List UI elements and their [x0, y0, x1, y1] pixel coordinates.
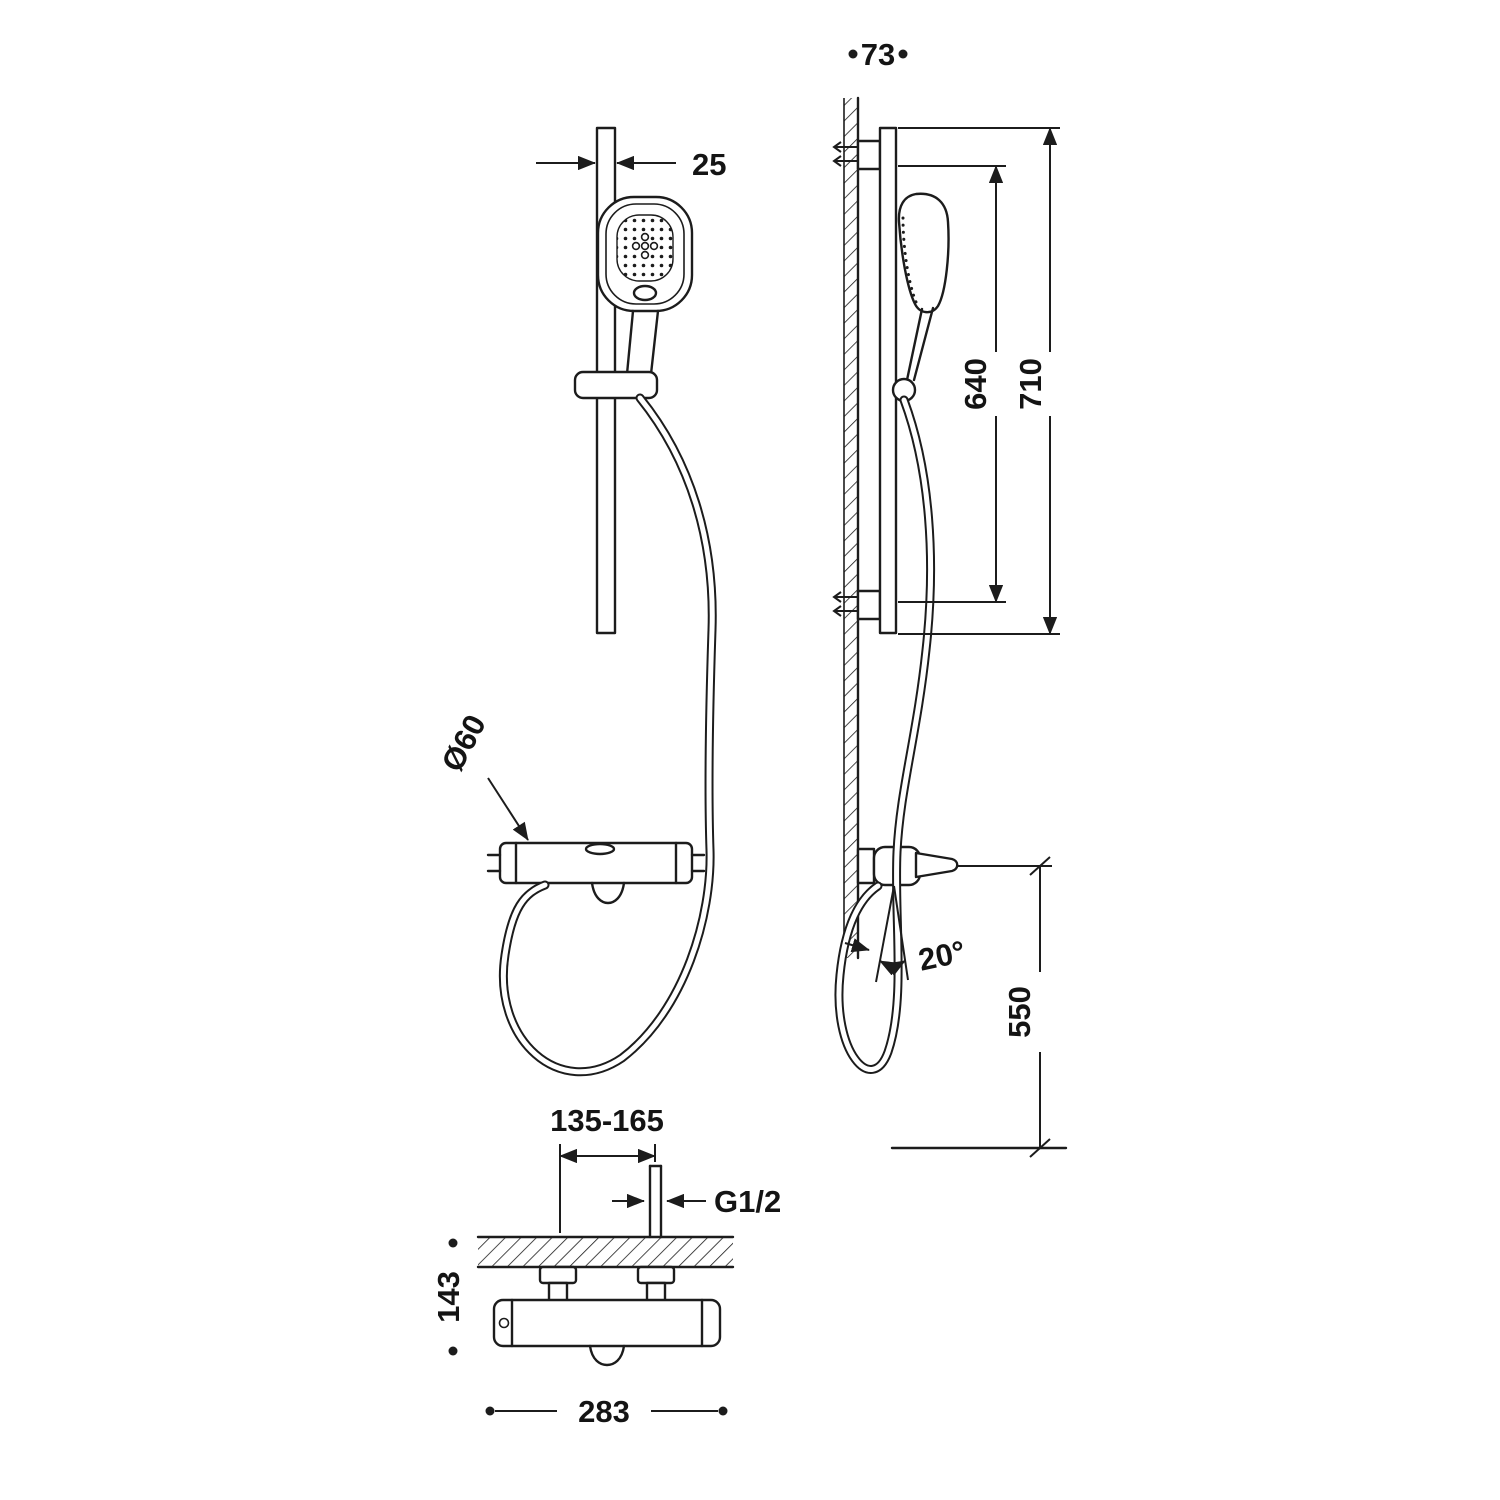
- dimension-wall-offset: 73: [848, 37, 908, 72]
- bracket-bottom: [856, 589, 882, 621]
- dimension-depth: 143: [431, 1238, 466, 1356]
- dim-label-wall-offset: 73: [861, 37, 895, 72]
- dim-label-diameter: Ø60: [435, 709, 493, 777]
- dim-label-width: 283: [578, 1394, 630, 1429]
- dim-label-inlet-span: 135-165: [550, 1103, 664, 1138]
- dimension-diameter: Ø60: [435, 709, 529, 841]
- mixer-front: [486, 841, 706, 905]
- mixer-side: [856, 845, 959, 887]
- hand-shower-front: [596, 195, 694, 376]
- spray-face-side: [901, 216, 918, 304]
- dim-label-rail-length: 710: [1013, 358, 1048, 410]
- mixer-bottom: [492, 1298, 722, 1367]
- wall-anchors: [832, 141, 858, 617]
- slide-bar-side: [878, 126, 898, 635]
- dim-label-angle: 20°: [915, 934, 968, 978]
- dimension-rail-length: 710: [898, 127, 1060, 635]
- dim-label-fixing-span: 640: [958, 358, 993, 410]
- hose-front: [498, 393, 717, 1077]
- supply-elbows: [538, 1265, 676, 1303]
- diverter-button: [584, 842, 616, 856]
- spray-center-buttons: [631, 232, 659, 260]
- mode-button: [632, 284, 658, 302]
- wall-bottom: [476, 1235, 735, 1269]
- dimension-width: 283: [485, 1394, 728, 1429]
- dim-label-bar-width: 25: [692, 147, 726, 182]
- spout-bottom: [588, 1344, 626, 1367]
- mixer-lever: [914, 851, 959, 879]
- hand-shower-side: [897, 192, 950, 382]
- front-view: 25: [435, 126, 726, 1077]
- supply-pipe: [648, 1164, 663, 1239]
- dim-label-thread: G1/2: [714, 1184, 781, 1219]
- dim-label-height: 550: [1002, 986, 1037, 1038]
- dimension-inlet-span: 135-165: [550, 1103, 664, 1233]
- hose-side: [834, 395, 936, 1074]
- dim-label-depth: 143: [431, 1271, 466, 1323]
- dimension-bar-width: 25: [536, 147, 726, 182]
- spout-front: [590, 881, 626, 905]
- bottom-view: 135-165 G1/2: [431, 1103, 781, 1429]
- dimension-fixing-span: 640: [898, 165, 1006, 603]
- slider-holder-front: [573, 370, 659, 400]
- bracket-top: [856, 139, 882, 171]
- dimension-thread: G1/2: [612, 1184, 781, 1219]
- side-view: 73: [832, 37, 1068, 1158]
- dimension-height: 550: [890, 856, 1068, 1158]
- wall-side: [843, 96, 860, 960]
